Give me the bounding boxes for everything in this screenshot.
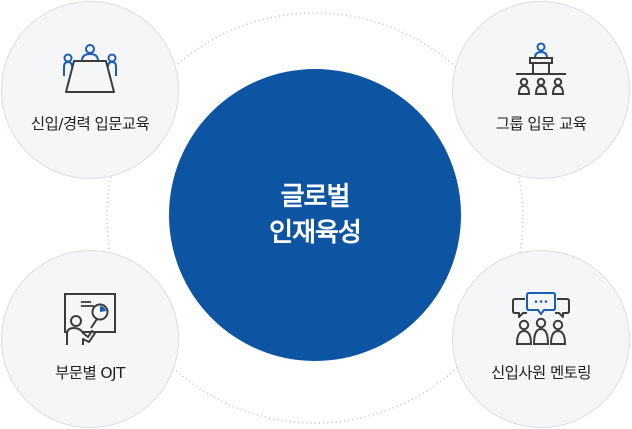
node-new-hire-intro-training: 신입/경력 입문교육 (1, 1, 179, 179)
hub-title-line-1: 글로벌 (280, 182, 351, 212)
node-department-ojt: 부문별 OJT (1, 250, 179, 428)
presentation-board-icon (64, 293, 116, 345)
node-group-intro-training: 그룹 입문 교육 (452, 1, 630, 179)
node-label: 신입사원 멘토링 (491, 364, 592, 382)
node-label: 그룹 입문 교육 (495, 115, 587, 133)
node-label: 신입/경력 입문교육 (30, 115, 150, 133)
meeting-table-icon (63, 44, 117, 93)
center-hub: 글로벌 인재육성 (169, 69, 461, 361)
lecture-podium-icon (516, 42, 566, 95)
node-label: 부문별 OJT (55, 364, 125, 382)
mentoring-chat-icon (512, 292, 570, 345)
hub-title-line-2: 인재육성 (269, 218, 362, 248)
node-new-employee-mentoring: 신입사원 멘토링 (452, 250, 630, 428)
